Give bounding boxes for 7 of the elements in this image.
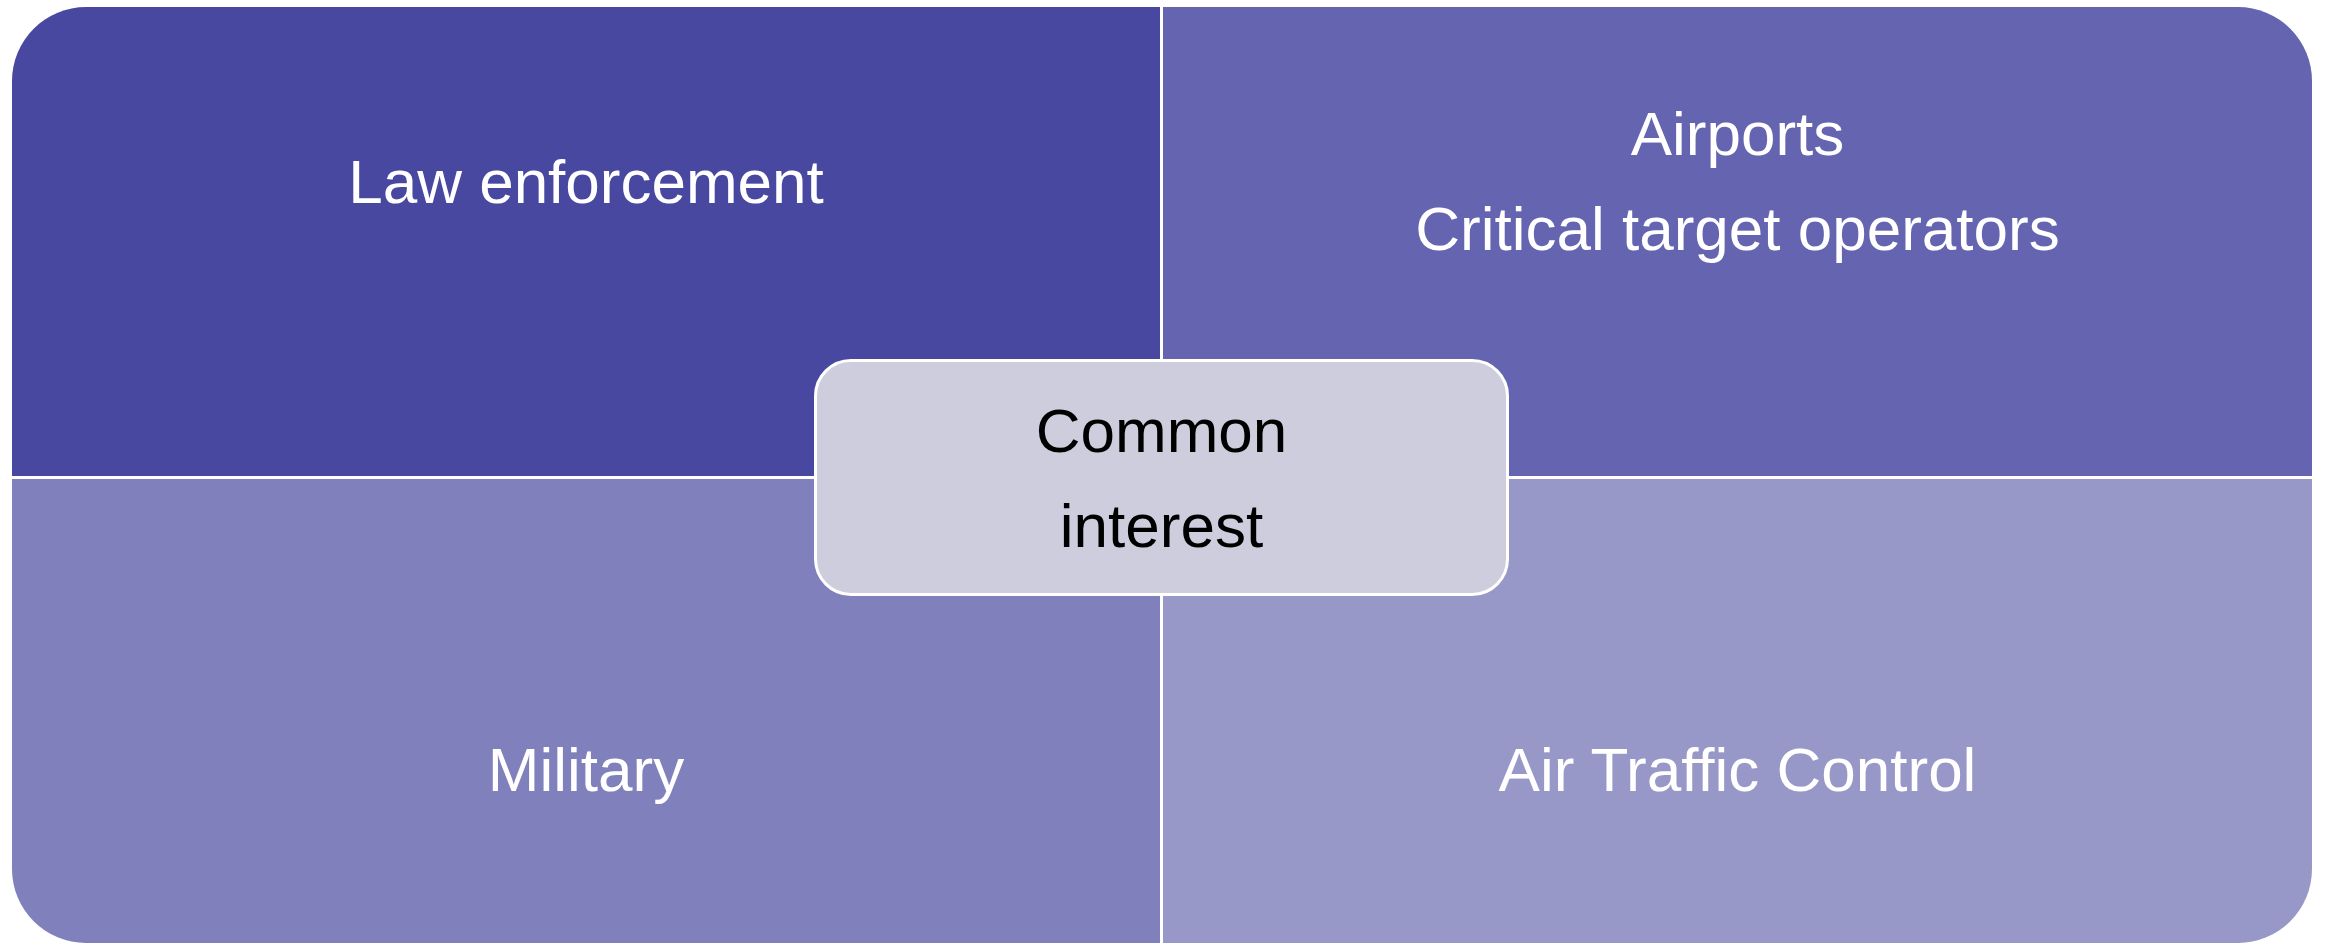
panel-label: Military bbox=[487, 734, 685, 806]
panel-label: Airports bbox=[1630, 98, 1845, 170]
panel-label: Air Traffic Control bbox=[1498, 734, 1977, 806]
panel-label: Critical target operators bbox=[1415, 193, 2060, 265]
center-box bbox=[814, 359, 1509, 596]
center-label: Common interest bbox=[1034, 394, 1289, 562]
panel-label: Law enforcement bbox=[348, 145, 824, 218]
